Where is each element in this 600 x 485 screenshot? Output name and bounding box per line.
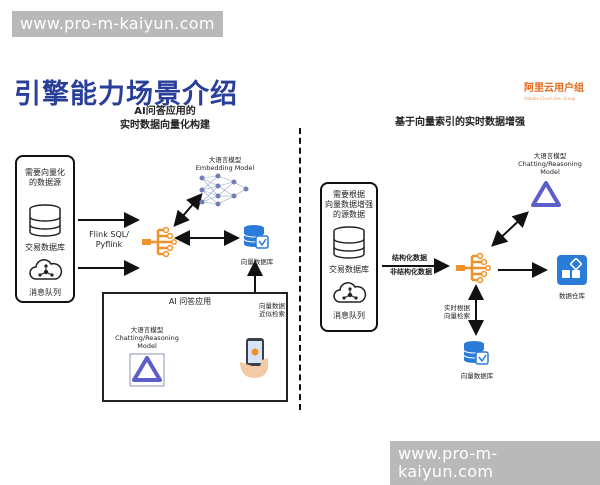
right-db-label: 交易数据库 [329,265,369,274]
right-source-label-1: 需要根据 [333,190,365,199]
neural-network-icon [199,173,249,207]
realtime-label-2: 向量检索 [444,312,470,320]
database-icon [29,204,61,237]
logo-text: 阿里云用户组 [524,83,584,94]
right-vector-db-label: 向量数据库 [460,372,494,380]
page-title: 引擎能力场景介绍 [14,79,238,110]
logo-subtitle: Alibaba Cloud User Group [524,96,576,101]
database-icon [333,226,365,259]
left-caption-line1: AI问答应用的 [134,106,196,117]
section-divider [299,128,301,410]
right-caption: 基于向量索引的实时数据增强 [395,117,525,128]
message-queue-icon [29,259,63,280]
retrieval-label-1: 向量数据 [259,302,285,310]
flink-engine-icon [456,252,491,284]
structured-label: 结构化数据 [392,254,427,262]
llm-label-3: Model [137,342,157,350]
watermark-bottom: www.pro-m-kaiyun.com [390,441,600,485]
warehouse-label: 数据仓库 [559,292,585,300]
vector-db-icon [463,341,489,365]
retrieval-label-2: 近似检索 [259,310,285,318]
phone-hand-icon [240,338,268,378]
llm-logo-icon [129,353,165,387]
vector-db-icon [243,225,269,249]
left-source-label-1: 需要向量化 [25,168,65,177]
left-source-label-2: 的数据源 [29,178,61,187]
watermark-top: www.pro-m-kaiyun.com [12,11,223,37]
flink-label-2: Pyflink [95,240,123,249]
right-source-label-3: 的源数据 [333,210,365,219]
llm-logo-icon [531,181,561,207]
message-queue-icon [333,282,367,303]
right-llm-label-1: 大语言模型 [533,152,567,160]
left-vector-db-label: 向量数据库 [240,258,274,266]
left-mq-label: 消息队列 [29,288,61,297]
embedding-label-2: Embedding Model [195,164,255,172]
right-source-label-2: 向量数据增强 [325,200,373,209]
data-warehouse-icon [557,255,587,285]
llm-label-1: 大语言模型 [130,326,164,334]
embedding-label-1: 大语言模型 [208,156,242,164]
realtime-label-1: 实时根据 [444,304,470,312]
flink-label-1: Flink SQL/ [89,230,129,239]
unstructured-label: 非结构化数据 [390,268,432,276]
right-llm-label-2: Chatting/Reasoning [518,160,582,168]
flink-engine-icon [142,226,177,258]
right-llm-label-3: Model [540,168,560,176]
left-caption-line2: 实时数据向量化构建 [120,120,210,131]
llm-label-2: Chatting/Reasoning [115,334,179,342]
ai-app-title: AI 问答应用 [168,297,212,306]
right-mq-label: 消息队列 [333,311,365,320]
left-db-label: 交易数据库 [25,243,65,252]
